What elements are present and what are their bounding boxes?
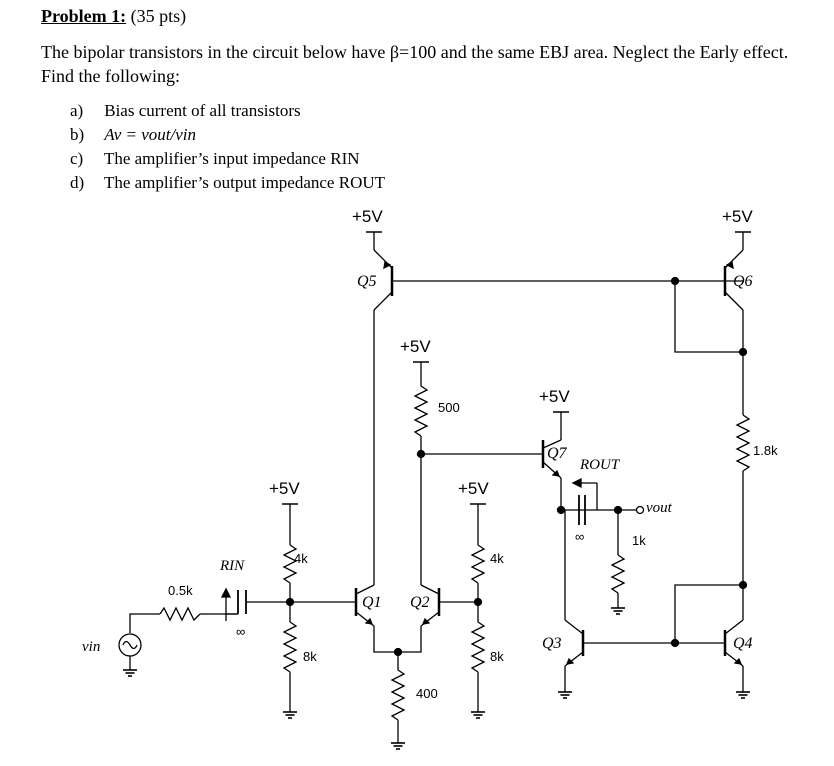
supply-label: +5V xyxy=(352,207,383,226)
vcc-q6: +5V xyxy=(722,207,753,251)
resistor-1.8k: 1.8k xyxy=(735,352,778,585)
r-1k-label: 1k xyxy=(632,533,646,548)
q7-label: Q7 xyxy=(547,445,568,462)
resistor-4k-right: 4k xyxy=(470,522,504,602)
q4-label: Q4 xyxy=(733,635,753,652)
vout-label: vout xyxy=(646,500,673,516)
wire-q4-diode xyxy=(674,584,743,643)
rout-label: ROUT xyxy=(579,457,621,473)
resistor-4k-left: 4k xyxy=(282,522,308,602)
wire-q6-diode xyxy=(674,281,743,353)
problem-title: Problem 1: (35 pts) xyxy=(41,6,186,27)
question-letter: d) xyxy=(70,173,85,192)
node-q7-emitter xyxy=(556,505,566,515)
question-text: The amplifier’s input impedance RIN xyxy=(103,149,360,168)
question-text: Av = vout/vin xyxy=(104,125,196,144)
supply-label: +5V xyxy=(458,479,489,498)
resistor-8k-left: 8k xyxy=(282,602,317,719)
r-8k-right-label: 8k xyxy=(490,649,504,664)
r-4k-left-label: 4k xyxy=(294,551,308,566)
resistor-0.5k: 0.5k xyxy=(129,583,238,633)
resistor-400: 400 xyxy=(390,652,438,750)
transistor-q5: Q5 xyxy=(357,249,394,585)
resistor-1k: 1k xyxy=(610,510,646,615)
rout-arrow: ROUT xyxy=(571,457,621,510)
supply-label: +5V xyxy=(539,387,570,406)
question-text: The amplifier’s output impedance ROUT xyxy=(103,173,386,192)
question-letter: c) xyxy=(70,149,84,168)
problem-intro-line2: Find the following: xyxy=(41,66,180,86)
question-item-b: b) Av = vout/vin xyxy=(70,125,196,145)
rin-label: RIN xyxy=(219,558,245,574)
capacitor-output: ∞ xyxy=(575,495,586,544)
rin-arrow: RIN xyxy=(219,558,245,621)
r-0.5k-label: 0.5k xyxy=(168,583,193,598)
cap-inf-label: ∞ xyxy=(575,529,584,544)
node-load xyxy=(613,505,623,515)
vcc-q7: +5V xyxy=(539,387,570,431)
signal-source: vin xyxy=(82,633,142,677)
q2-label: Q2 xyxy=(410,594,430,611)
question-item-a: a) Bias current of all transistors xyxy=(70,101,301,121)
q5-label: Q5 xyxy=(357,273,377,290)
transistor-q3: Q3 xyxy=(542,619,585,699)
r-8k-left-label: 8k xyxy=(303,649,317,664)
vcc-q5: +5V xyxy=(352,207,383,251)
transistor-q1: Q1 xyxy=(354,584,382,627)
cap-inf-label: ∞ xyxy=(236,624,245,639)
node-q6-base xyxy=(670,276,680,286)
vout-terminal xyxy=(635,505,645,515)
question-text: Bias current of all transistors xyxy=(104,101,301,120)
r-4k-right-label: 4k xyxy=(490,551,504,566)
q1-label: Q1 xyxy=(362,594,382,611)
supply-label: +5V xyxy=(400,337,431,356)
capacitor-input: ∞ xyxy=(236,590,247,639)
vcc-bias1: +5V xyxy=(269,479,300,523)
r-1.8k-label: 1.8k xyxy=(753,443,778,458)
transistor-q4: Q4 xyxy=(723,585,753,699)
problem-label: Problem 1: xyxy=(41,6,127,26)
resistor-500: 500 xyxy=(413,380,460,585)
transistor-q6: Q6 xyxy=(723,249,753,352)
question-letter: a) xyxy=(70,101,84,120)
q6-label: Q6 xyxy=(733,273,753,290)
q3-label: Q3 xyxy=(542,635,562,652)
supply-label: +5V xyxy=(269,479,300,498)
vcc-bias2: +5V xyxy=(458,479,489,523)
transistor-q2: Q2 xyxy=(410,584,441,627)
transistor-q7: Q7 xyxy=(541,430,568,510)
supply-label: +5V xyxy=(722,207,753,226)
r-500-label: 500 xyxy=(438,400,460,415)
question-item-c: c) The amplifier’s input impedance RIN xyxy=(70,149,360,169)
wire-q7-emitter xyxy=(561,509,566,620)
vcc-rc1: +5V xyxy=(400,337,431,381)
r-400-label: 400 xyxy=(416,686,438,701)
problem-points: (35 pts) xyxy=(130,6,187,26)
question-letter: b) xyxy=(70,125,85,144)
resistor-8k-right: 8k xyxy=(470,602,504,719)
vin-label: vin xyxy=(82,639,100,655)
question-item-d: d) The amplifier’s output impedance ROUT xyxy=(70,173,385,193)
problem-intro-line1: The bipolar transistors in the circuit b… xyxy=(41,42,789,62)
